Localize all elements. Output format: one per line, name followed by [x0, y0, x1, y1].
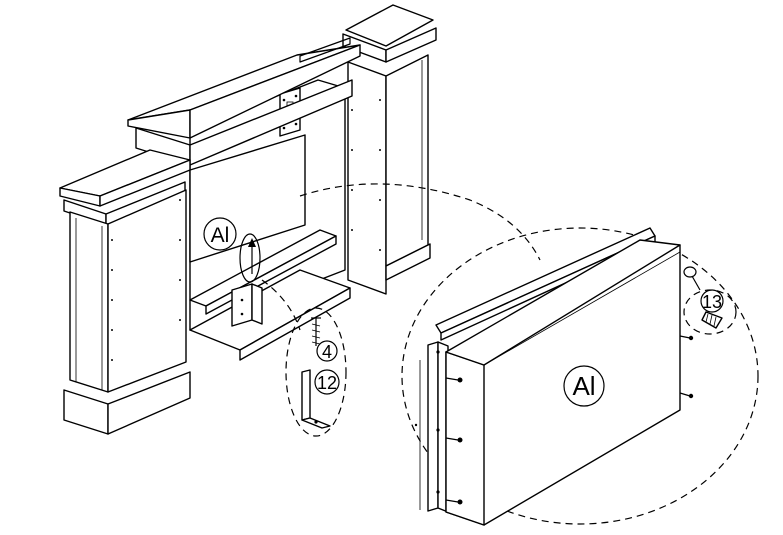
detail-back-screws	[679, 335, 694, 399]
detail-screw-number: 13	[702, 292, 722, 312]
bracket-callout-ellipse	[239, 233, 261, 283]
right-tower	[342, 4, 437, 295]
screw-part-label: 4	[316, 340, 338, 362]
detail-view: Al 13	[299, 183, 759, 526]
side-screw-icon	[445, 499, 463, 505]
top-shelf	[127, 37, 361, 166]
mantel-assembly: Al	[59, 4, 437, 435]
left-tower	[59, 149, 191, 435]
panel-callout-small: Al	[203, 217, 237, 251]
detail-side-screws	[436, 350, 463, 505]
edge-screw-dots	[111, 99, 381, 361]
panel-callout-large-label: Al	[572, 371, 595, 401]
screw-part-number: 4	[322, 342, 332, 362]
detail-side-rail	[414, 341, 449, 513]
side-screw-icon	[445, 377, 463, 383]
panel-callout-large: Al	[563, 365, 605, 407]
bracket-part-label: 12	[314, 369, 340, 395]
panel-callout-small-label: Al	[211, 224, 230, 247]
detail-panel-box	[445, 239, 681, 526]
back-screw-icon	[679, 335, 694, 341]
bracket-part-icon	[301, 369, 331, 429]
bracket-part-number: 12	[317, 373, 337, 393]
firebox-frame	[189, 134, 351, 361]
back-screw-icon	[679, 392, 694, 399]
floor-bracket	[231, 283, 263, 327]
side-screw-icon	[445, 437, 463, 443]
screw-part-icon	[311, 317, 321, 346]
detail-screw-label: 13	[700, 289, 724, 313]
detail-screw-callout: 13	[683, 266, 737, 335]
detail-screw-icon	[683, 266, 723, 329]
parts-callout: 4 12	[261, 279, 347, 437]
